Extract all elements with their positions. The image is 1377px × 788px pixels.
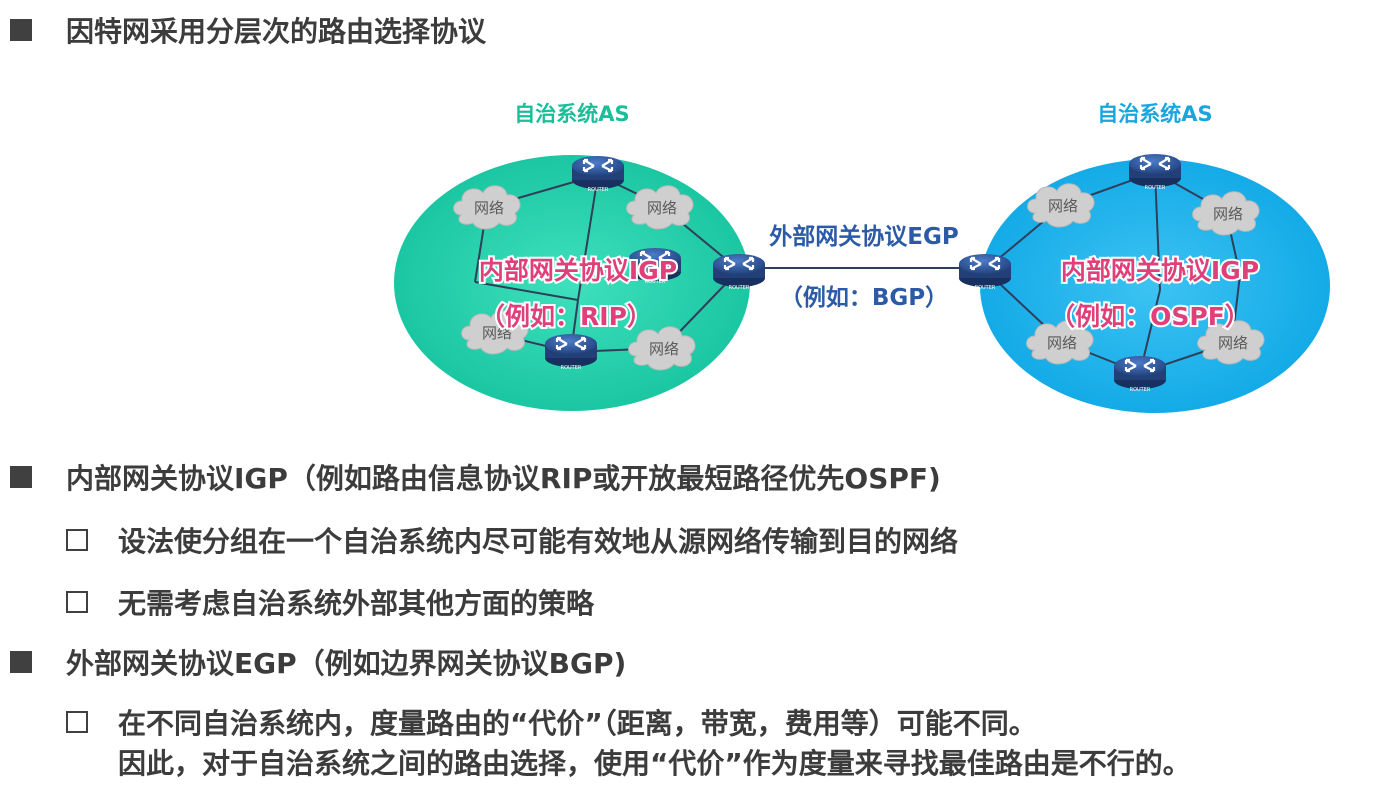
network-cloud-label: 网络 — [647, 199, 677, 217]
left-as-label: 自治系统AS — [514, 102, 629, 126]
router-label: ROUTER — [1145, 185, 1166, 191]
router-label: ROUTER — [561, 365, 582, 371]
bullet-checkbox — [66, 591, 88, 613]
network-cloud-label: 网络 — [1218, 334, 1248, 352]
left-igp-example: （例如：RIP） — [480, 302, 652, 331]
right-as-label: 自治系统AS — [1097, 102, 1212, 126]
egp-point-2: 因此，对于自治系统之间的路由选择，使用“代价”作为度量来寻找最佳路由是不行的。 — [118, 747, 1191, 780]
router-label: ROUTER — [729, 285, 750, 291]
router-icon — [570, 154, 626, 191]
router-icon — [711, 252, 767, 289]
egp-example: （例如：BGP） — [780, 284, 948, 311]
network-cloud-label: 网络 — [1213, 205, 1243, 223]
network-cloud-label: 网络 — [482, 324, 512, 342]
egp-heading: 外部网关协议EGP（例如边界网关协议BGP) — [66, 647, 627, 680]
router-icon — [543, 332, 599, 369]
left-igp-label: 内部网关协议IGP — [479, 256, 677, 285]
router-icon — [957, 252, 1013, 289]
network-cloud-label: 网络 — [649, 340, 679, 358]
egp-point-1: 在不同自治系统内，度量路由的“代价”（距离，带宽，费用等）可能不同。 — [118, 707, 1037, 740]
bullet-square — [10, 466, 32, 488]
router-icon — [1127, 152, 1183, 189]
igp-heading: 内部网关协议IGP（例如路由信息协议RIP或开放最短路径优先OSPF) — [66, 462, 941, 495]
router-label: ROUTER — [1130, 387, 1151, 393]
egp-label: 外部网关协议EGP — [769, 223, 958, 250]
right-igp-label: 内部网关协议IGP — [1061, 256, 1259, 285]
bullet-checkbox — [66, 711, 88, 733]
network-cloud-label: 网络 — [474, 199, 504, 217]
igp-point-1: 设法使分组在一个自治系统内尽可能有效地从源网络传输到目的网络 — [118, 525, 959, 558]
right-igp-example: （例如：OSPF） — [1050, 302, 1250, 331]
title-bullet — [10, 19, 32, 41]
igp-point-2: 无需考虑自治系统外部其他方面的策略 — [118, 587, 595, 620]
bullet-checkbox — [66, 529, 88, 551]
router-label: ROUTER — [588, 187, 609, 193]
router-label: ROUTER — [975, 285, 996, 291]
bullet-square — [10, 651, 32, 673]
page-title: 因特网采用分层次的路由选择协议 — [66, 15, 487, 48]
network-diagram: 自治系统AS 自治系统AS 网络 网络 网络 网络 网络 网络 — [394, 102, 1330, 413]
network-cloud-label: 网络 — [1048, 197, 1078, 215]
router-icon — [1112, 354, 1168, 391]
router-label: ROUTER — [645, 279, 666, 285]
network-cloud-label: 网络 — [1047, 334, 1077, 352]
